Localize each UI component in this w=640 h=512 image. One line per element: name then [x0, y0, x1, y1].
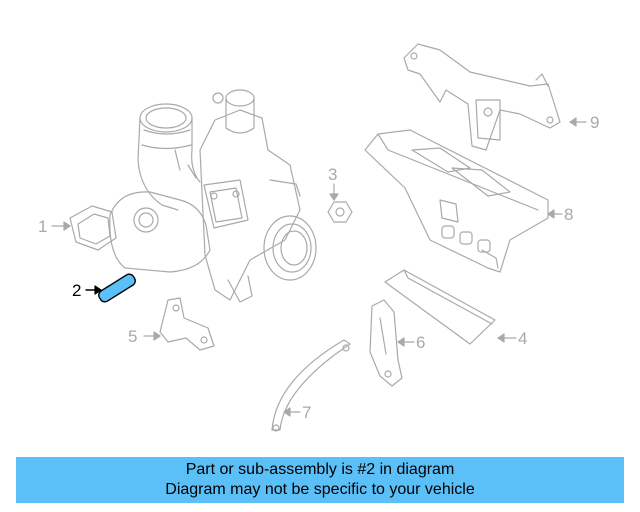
support-bar-drawing	[271, 339, 351, 432]
turbocharger-drawing	[69, 89, 317, 303]
heat-shield-drawing	[384, 269, 496, 345]
bracket-6-drawing	[369, 299, 403, 387]
bracket-5-drawing	[159, 297, 215, 351]
callout-3[interactable]: 3	[328, 165, 338, 184]
callout-6[interactable]: 6	[416, 333, 426, 352]
upper-heat-shield-drawing	[403, 43, 561, 151]
callout-leaders	[51, 117, 587, 417]
manifold-shield-drawing	[364, 129, 549, 273]
info-banner: Part or sub-assembly is #2 in diagram Di…	[16, 457, 624, 503]
callout-2[interactable]: 2	[72, 281, 82, 300]
banner-line-part: Part or sub-assembly is #2 in diagram	[185, 461, 455, 478]
exploded-view-drawing	[51, 43, 587, 432]
callout-7[interactable]: 7	[302, 403, 312, 422]
pipe-part-2-drawing	[98, 273, 136, 303]
callout-9[interactable]: 9	[590, 113, 600, 132]
nut-drawing	[327, 201, 353, 223]
callout-1[interactable]: 1	[38, 217, 48, 236]
banner-line-disclaimer: Diagram may not be specific to your vehi…	[165, 481, 475, 498]
callout-4[interactable]: 4	[518, 329, 528, 348]
callout-8[interactable]: 8	[564, 205, 574, 224]
callout-5[interactable]: 5	[128, 327, 138, 346]
